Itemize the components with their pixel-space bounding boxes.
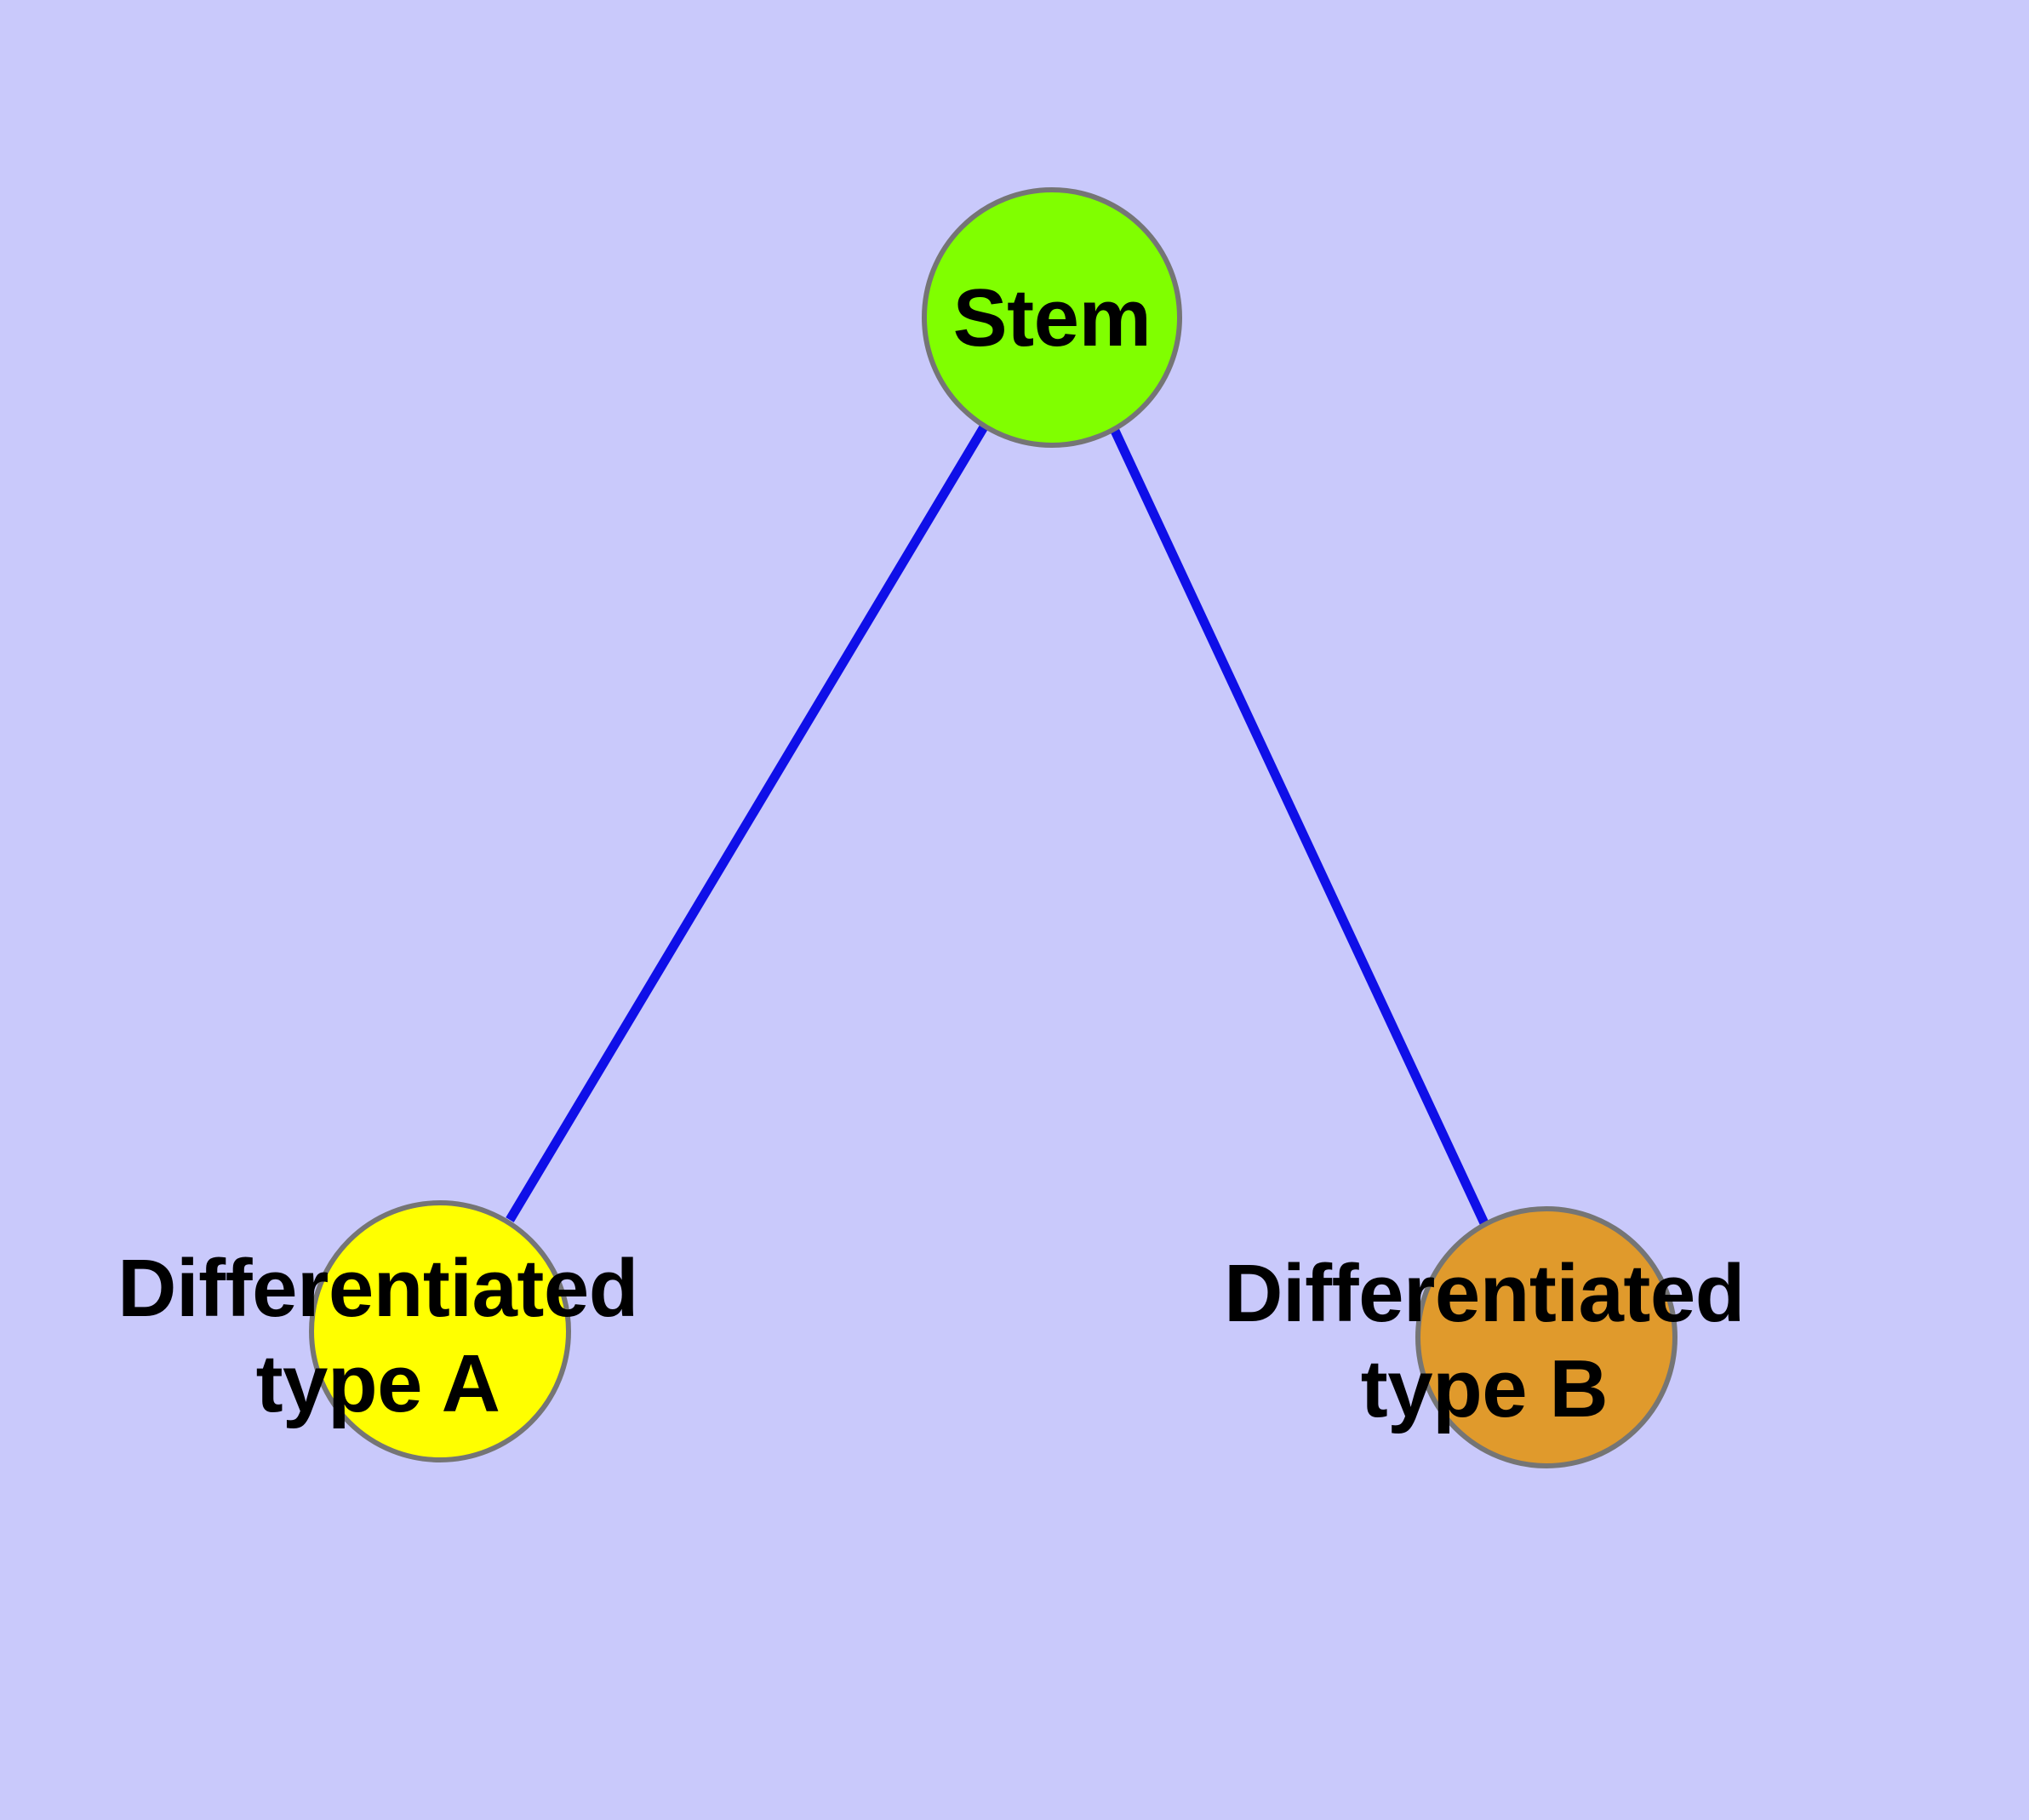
node-differentiated-type-b[interactable]	[1415, 1206, 1677, 1468]
node-layer	[309, 187, 1677, 1468]
edge-layer	[506, 423, 1489, 1228]
node-stem[interactable]	[922, 187, 1182, 448]
edge-stem-to-differentiated-type-b[interactable]	[1111, 428, 1489, 1228]
edge-stem-to-differentiated-type-a[interactable]	[506, 423, 989, 1222]
node-differentiated-type-a[interactable]	[309, 1200, 571, 1462]
